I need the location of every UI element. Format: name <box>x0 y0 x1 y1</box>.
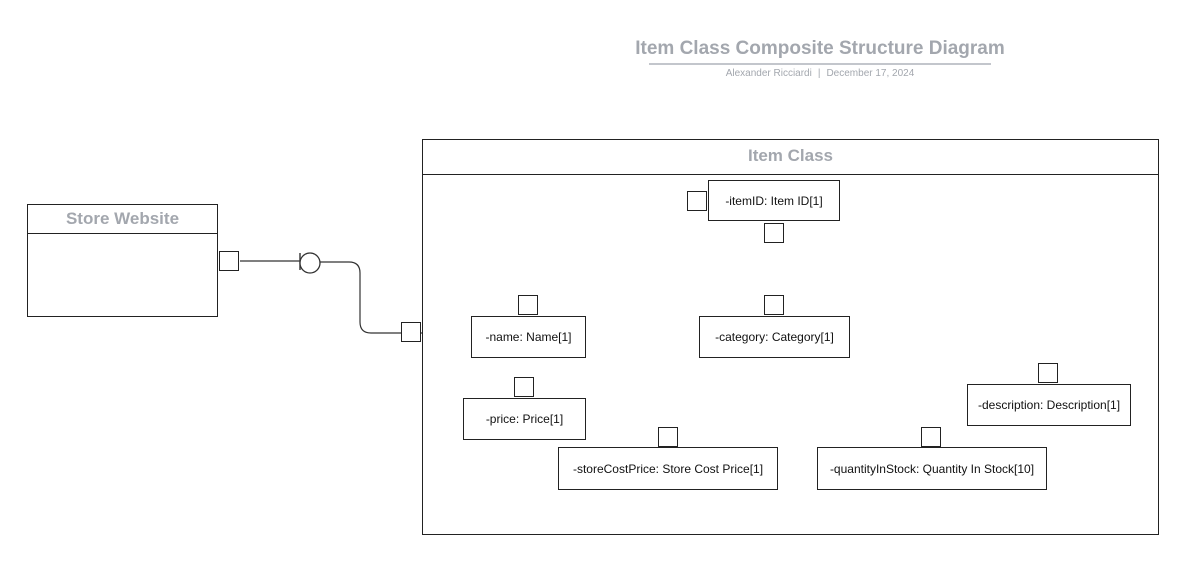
name-port[interactable] <box>518 295 538 315</box>
subtitle-separator: | <box>817 68 821 79</box>
item-class-port[interactable] <box>401 322 421 342</box>
part-store-cost-price[interactable]: -storeCostPrice: Store Cost Price[1] <box>558 447 778 490</box>
title-underline <box>649 63 991 65</box>
part-name[interactable]: -name: Name[1] <box>471 316 586 358</box>
category-port[interactable] <box>764 295 784 315</box>
diagram-subtitle: Alexander Ricciardi | December 17, 2024 <box>620 68 1020 79</box>
store-website-title: Store Website <box>28 205 217 234</box>
diagram-title: Item Class Composite Structure Diagram <box>635 38 1005 59</box>
item-id-left-port[interactable] <box>687 191 707 211</box>
part-price[interactable]: -price: Price[1] <box>463 398 586 440</box>
store-cost-price-port[interactable] <box>658 427 678 447</box>
item-class-title: Item Class <box>423 140 1158 175</box>
price-port[interactable] <box>514 377 534 397</box>
store-website-box[interactable]: Store Website <box>27 204 218 317</box>
quantity-in-stock-port[interactable] <box>921 427 941 447</box>
author: Alexander Ricciardi <box>725 68 812 79</box>
provided-interface-icon <box>299 252 321 274</box>
date: December 17, 2024 <box>826 68 915 79</box>
part-quantity-in-stock[interactable]: -quantityInStock: Quantity In Stock[10] <box>817 447 1047 490</box>
description-port[interactable] <box>1038 363 1058 383</box>
store-website-port[interactable] <box>219 251 239 271</box>
item-id-bottom-port[interactable] <box>764 223 784 243</box>
connector-interface-to-item-class <box>320 261 401 334</box>
part-description[interactable]: -description: Description[1] <box>967 384 1131 426</box>
part-item-id[interactable]: -itemID: Item ID[1] <box>708 180 840 221</box>
part-category[interactable]: -category: Category[1] <box>699 316 850 358</box>
